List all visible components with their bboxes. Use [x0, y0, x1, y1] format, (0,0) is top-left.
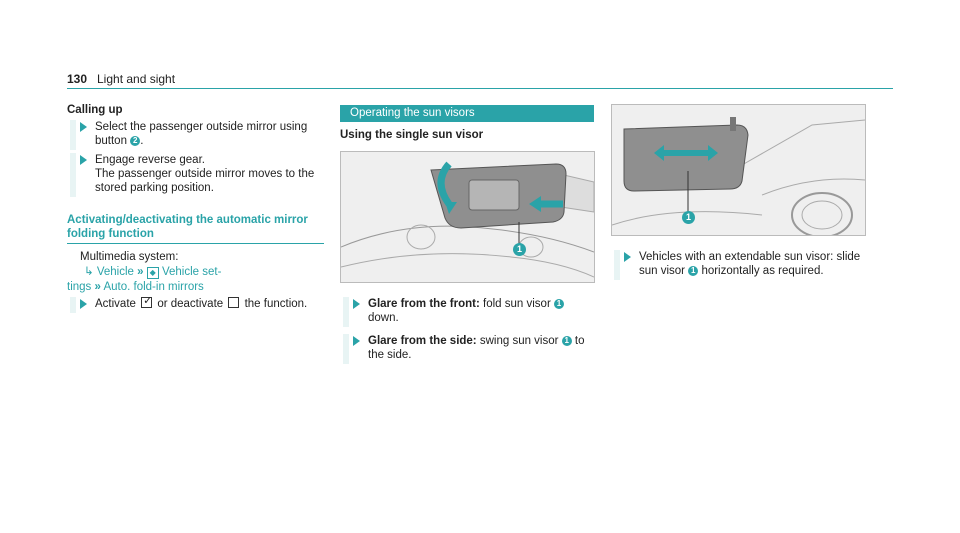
nav-vehicle-settings-link-cont[interactable]: tings [67, 281, 92, 293]
step-engage-reverse: Engage reverse gear. The passenger outsi… [67, 153, 322, 197]
step-text: stored parking position. [95, 182, 214, 194]
item-text: to [574, 335, 585, 347]
menu-path: Multimedia system: ↳ Vehicle » ◆ Vehicle… [67, 250, 222, 295]
item-glare-side: Glare from the side: swing sun visor 1 t… [340, 334, 590, 364]
subheading-single-visor: Using the single sun visor [340, 129, 484, 141]
car-settings-icon: ◆ [146, 267, 159, 279]
double-chevron-icon: » [94, 281, 101, 293]
multimedia-label: Multimedia system: [80, 251, 179, 263]
step-text: The passenger outside mirror moves to th… [95, 168, 315, 180]
bullet-arrow-icon [80, 299, 87, 309]
callout-number: 1 [553, 299, 564, 309]
single-sun-visor-drawing [341, 152, 594, 282]
item-text: fold sun visor [483, 298, 551, 310]
section-rule [67, 243, 324, 244]
item-label: Glare from the front: [368, 298, 480, 310]
item-text: horizontally as required. [701, 265, 824, 277]
step-side-bar [343, 297, 349, 327]
step-side-bar [70, 120, 76, 150]
bullet-arrow-icon [80, 122, 87, 132]
extendable-sun-visor-illustration: 1 [611, 104, 866, 236]
checkbox-empty-icon [228, 297, 240, 308]
step-activate: Activate ✓ or deactivate the function. [67, 295, 322, 313]
item-text: down. [368, 312, 399, 324]
step-text: the function. [244, 298, 308, 310]
item-text: Vehicles with an extendable sun visor: s… [639, 251, 861, 263]
figure-callout: 1 [682, 211, 695, 224]
step-side-bar [70, 153, 76, 197]
enter-arrow-icon: ↳ [84, 266, 94, 278]
page-number: 130 [67, 72, 88, 86]
step-side-bar [614, 250, 620, 280]
section-title: Activating/deactivating the automatic mi… [67, 214, 308, 240]
callout-number: 1 [561, 336, 572, 346]
extendable-sun-visor-drawing [612, 105, 865, 235]
section-bar-sun-visors: Operating the sun visors [340, 105, 594, 122]
nav-vehicle-settings-link[interactable]: Vehicle set- [161, 266, 222, 278]
checkbox-checked-icon: ✓ [141, 295, 153, 308]
double-chevron-icon: » [137, 266, 144, 278]
callout-number: 1 [688, 266, 699, 276]
item-glare-front: Glare from the front: fold sun visor 1 d… [340, 297, 590, 327]
step-text: Select the passenger outside mirror usin… [95, 121, 308, 133]
figure-callout: 1 [513, 243, 526, 256]
bullet-arrow-icon [624, 252, 631, 262]
step-side-bar [343, 334, 349, 364]
step-text: or deactivate [157, 298, 224, 310]
step-text: Engage reverse gear. [95, 154, 205, 166]
nav-auto-fold-link[interactable]: Auto. fold-in mirrors [103, 281, 204, 293]
step-side-bar [70, 297, 76, 313]
item-text: sun visor [639, 265, 686, 277]
single-sun-visor-illustration: 1 [340, 151, 595, 283]
step-text: Activate [95, 298, 136, 310]
step-text: button [95, 135, 127, 147]
page-title: Light and sight [97, 72, 176, 86]
item-extendable-visor: Vehicles with an extendable sun visor: s… [611, 250, 871, 280]
nav-vehicle-link[interactable]: Vehicle [96, 266, 134, 278]
bullet-arrow-icon [353, 299, 360, 309]
section-automatic-folding: Activating/deactivating the automatic mi… [67, 213, 324, 244]
bullet-arrow-icon [353, 336, 360, 346]
bullet-arrow-icon [80, 155, 87, 165]
item-label: Glare from the side: [368, 335, 477, 347]
item-text: swing sun visor [479, 335, 559, 347]
step-select-mirror: Select the passenger outside mirror usin… [67, 120, 322, 150]
callout-number: 2 [130, 136, 141, 146]
header-rule [67, 88, 893, 89]
item-text: the side. [368, 349, 412, 361]
calling-up-heading: Calling up [67, 104, 123, 116]
